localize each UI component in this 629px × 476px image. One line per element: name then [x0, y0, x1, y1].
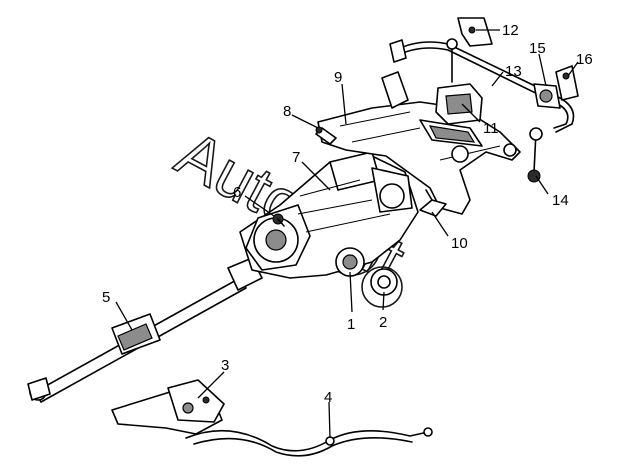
leader-8	[291, 114, 319, 129]
part-9-crossmember	[317, 71, 521, 215]
part-10-bracket	[419, 189, 447, 217]
leader-10	[431, 211, 449, 237]
leader-6	[244, 195, 275, 217]
leader-14	[535, 175, 549, 195]
callout-2: 2	[379, 314, 387, 331]
leader-13	[491, 71, 504, 87]
callout-11: 11	[483, 120, 499, 137]
part-14-link	[527, 127, 543, 183]
part-12-bracket	[457, 17, 493, 47]
callout-9: 9	[334, 69, 342, 86]
leader-lines	[115, 29, 579, 439]
leader-3	[197, 371, 225, 399]
leader-15	[538, 53, 547, 87]
part-6-bolt	[272, 213, 285, 227]
callout-13: 13	[505, 63, 522, 80]
callout-15: 15	[529, 40, 546, 57]
leader-1	[349, 271, 353, 313]
callout-10: 10	[451, 235, 468, 252]
watermark-ring-2	[361, 266, 403, 308]
callout-1: 1	[347, 316, 355, 333]
leader-9	[341, 83, 347, 125]
callout-16: 16	[576, 51, 593, 68]
leader-4	[328, 401, 331, 439]
part-8-bolt	[315, 126, 337, 145]
part-3-parking-brake-lever	[111, 379, 225, 435]
part-15-bushing	[533, 83, 561, 109]
leader-11	[461, 103, 481, 123]
callout-5: 5	[102, 289, 110, 306]
part-7-transfer-case	[239, 151, 419, 279]
callout-12: 12	[502, 22, 519, 39]
part-5-propeller-shaft	[27, 257, 263, 403]
leader-7	[301, 161, 331, 191]
callout-6: 6	[233, 184, 241, 201]
leader-16	[567, 61, 579, 77]
part-2-seal	[370, 268, 398, 296]
callout-3: 3	[221, 357, 229, 374]
callout-4: 4	[324, 389, 332, 406]
leader-2	[382, 291, 385, 311]
callout-14: 14	[552, 192, 569, 209]
callout-labels: 1 2 3 4 5 6 7 8 9 10 11 12 13 14 15 16	[102, 22, 593, 406]
part-16-clamp	[555, 65, 579, 101]
callout-7: 7	[292, 149, 300, 166]
leader-5	[115, 301, 133, 331]
part-4-brake-cable	[185, 427, 433, 457]
callout-8: 8	[283, 103, 291, 120]
part-11-mount	[435, 83, 483, 125]
part-1-seal	[335, 247, 365, 277]
